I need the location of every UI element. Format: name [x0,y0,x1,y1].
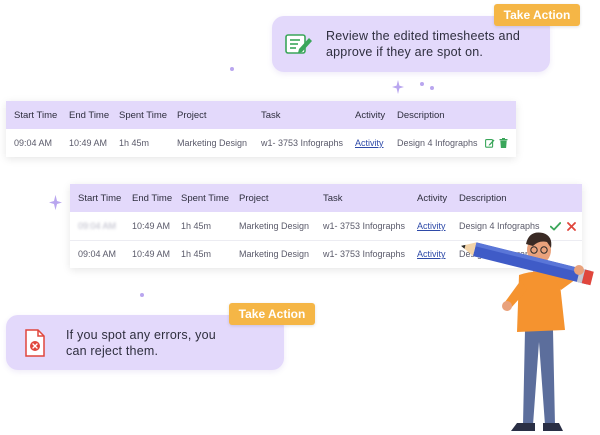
cell-spent: 1h 45m [181,249,212,260]
col-project: Project [169,101,253,129]
cell-project: Marketing Design [177,138,248,148]
col-task: Task [253,101,347,129]
col-activity: Activity [409,184,451,212]
cell-task: w1- 3753 Infographs [315,212,409,241]
sparkle-icon [392,80,404,94]
cell-spent: 1h 45m [173,212,231,241]
cell-task: w1- 3753 Infographs [323,249,406,260]
decor-dot [230,67,234,71]
activity-link[interactable]: Activity [417,249,446,260]
col-project: Project [231,184,315,212]
sparkle-icon [49,194,62,211]
cell-end: 10:49 AM [124,212,173,241]
col-spent-time: Spent Time [173,184,231,212]
table-header-row: Start Time End Time Spent Time Project T… [6,101,516,129]
edit-document-icon [285,34,312,54]
reject-callout-text: If you spot any errors, you can reject t… [66,327,216,358]
activity-link[interactable]: Activity [417,220,446,231]
col-description: Description [451,184,582,212]
table-row: 09:04 AM 10:49 AM 1h 45m Marketing Desig… [70,212,582,241]
cell-start: 09:04 AM [70,212,124,241]
cell-spent: 1h 45m [119,138,150,148]
table-header-row: Start Time End Time Spent Time Project T… [70,184,582,212]
cell-end: 10:49 AM [69,138,108,148]
col-task: Task [315,184,409,212]
timesheet-table-edited: Start Time End Time Spent Time Project T… [6,101,516,157]
cell-activity: Activity [347,129,389,157]
trash-icon[interactable] [499,138,508,149]
cell-activity: Activity [409,212,451,241]
description-text: Design 4 Infographs [459,220,540,231]
col-spent-time: Spent Time [111,101,169,129]
row-actions [550,221,576,231]
cell-activity: Activity [409,240,451,268]
take-action-button-bottom[interactable]: Take Action [229,303,315,325]
cell-project: Marketing Design [231,212,315,241]
decor-dot [140,293,144,297]
cell-start: 09:04 AM [14,138,53,148]
table-row: 09:04 AM 10:49 AM 1h 45m Marketing Desig… [6,129,516,157]
row-actions [485,138,508,149]
cell-description: Design 4 Infographs [451,212,582,241]
col-start-time: Start Time [70,184,124,212]
cell-project: Marketing Design [239,249,310,260]
col-end-time: End Time [124,184,173,212]
edit-icon[interactable] [485,138,495,149]
description-text: Design 4 Infographs [397,137,478,148]
decor-dot [430,86,434,90]
decor-dot [420,82,424,86]
take-action-button-top[interactable]: Take Action [494,4,580,26]
approve-check-icon[interactable] [550,221,562,231]
col-activity: Activity [347,101,389,129]
approve-callout-text: Review the edited timesheets and approve… [326,29,521,59]
activity-link[interactable]: Activity [355,138,384,148]
cell-start: 09:04 AM [78,249,117,260]
col-end-time: End Time [61,101,111,129]
cell-task: w1- 3753 Infographs [261,138,344,148]
person-with-pencil-illustration [461,232,594,431]
reject-document-icon [25,328,45,357]
col-start-time: Start Time [6,101,61,129]
cell-end: 10:49 AM [132,249,171,260]
reject-x-icon[interactable] [567,221,576,231]
cell-description: Design 4 Infographs [389,129,516,157]
col-description: Description [389,101,516,129]
